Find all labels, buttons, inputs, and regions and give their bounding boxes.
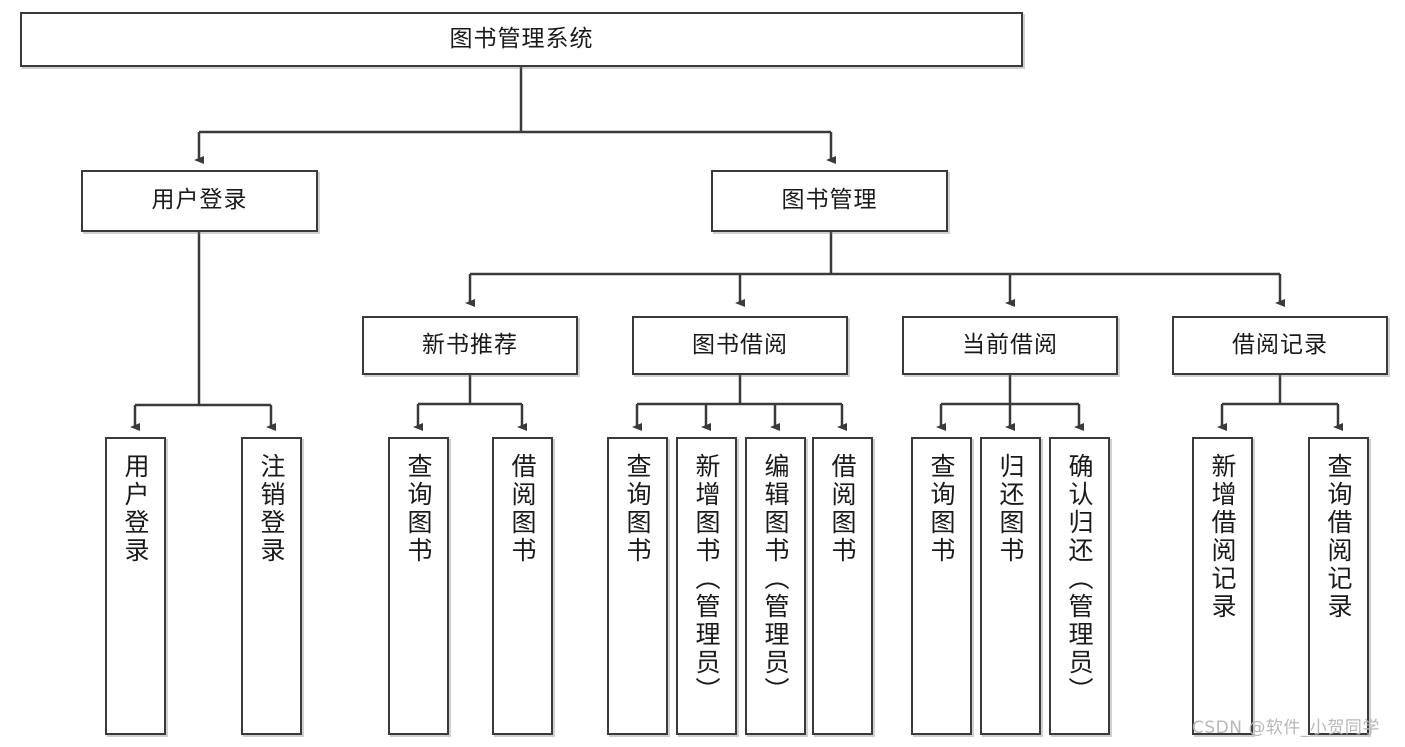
leaf-label: 新增借阅记录 xyxy=(1208,453,1237,621)
leaf-label: 借阅图书 xyxy=(508,453,537,565)
node-new-book-recommend-label: 新书推荐 xyxy=(422,331,518,358)
leaf-current-borrow-query[interactable]: 查询图书 xyxy=(911,437,972,735)
node-borrow-record-label: 借阅记录 xyxy=(1232,331,1328,358)
leaf-label: 查询借阅记录 xyxy=(1324,453,1353,621)
leaf-label: 查询图书 xyxy=(404,453,433,565)
leaf-label: 查询图书 xyxy=(623,453,652,565)
node-borrow-record[interactable]: 借阅记录 xyxy=(1172,316,1388,375)
leaf-book-borrow-edit[interactable]: 编辑图书（管理员） xyxy=(745,437,806,735)
leaf-label: 编辑图书（管理员） xyxy=(761,453,790,705)
node-user-login[interactable]: 用户登录 xyxy=(81,170,318,232)
leaf-current-borrow-confirm[interactable]: 确认归还（管理员） xyxy=(1049,437,1110,735)
leaf-label: 注销登录 xyxy=(257,453,286,565)
leaf-new-book-borrow[interactable]: 借阅图书 xyxy=(492,437,553,735)
leaf-label: 查询图书 xyxy=(927,453,956,565)
leaf-new-book-query[interactable]: 查询图书 xyxy=(388,437,449,735)
leaf-book-borrow-borrow[interactable]: 借阅图书 xyxy=(812,437,873,735)
leaf-label: 借阅图书 xyxy=(828,453,857,565)
leaf-label: 归还图书 xyxy=(996,453,1025,565)
node-user-login-label: 用户登录 xyxy=(151,187,248,214)
leaf-label: 用户登录 xyxy=(121,453,150,565)
node-root[interactable]: 图书管理系统 xyxy=(20,12,1023,67)
node-book-management[interactable]: 图书管理 xyxy=(711,170,948,232)
node-book-borrow-label: 图书借阅 xyxy=(692,331,788,358)
leaf-label: 新增图书（管理员） xyxy=(692,453,721,705)
leaf-borrow-record-query[interactable]: 查询借阅记录 xyxy=(1308,437,1369,735)
leaf-current-borrow-return[interactable]: 归还图书 xyxy=(980,437,1041,735)
node-new-book-recommend[interactable]: 新书推荐 xyxy=(362,316,578,375)
leaf-label: 确认归还（管理员） xyxy=(1065,453,1094,705)
node-current-borrow[interactable]: 当前借阅 xyxy=(902,316,1118,375)
node-book-management-label: 图书管理 xyxy=(781,187,878,214)
leaf-user-login-login[interactable]: 用户登录 xyxy=(105,437,166,735)
leaf-book-borrow-add[interactable]: 新增图书（管理员） xyxy=(676,437,737,735)
node-root-label: 图书管理系统 xyxy=(449,25,594,52)
node-book-borrow[interactable]: 图书借阅 xyxy=(632,316,848,375)
leaf-book-borrow-query[interactable]: 查询图书 xyxy=(607,437,668,735)
node-current-borrow-label: 当前借阅 xyxy=(962,331,1058,358)
leaf-borrow-record-add[interactable]: 新增借阅记录 xyxy=(1192,437,1253,735)
leaf-user-login-logout[interactable]: 注销登录 xyxy=(241,437,302,735)
